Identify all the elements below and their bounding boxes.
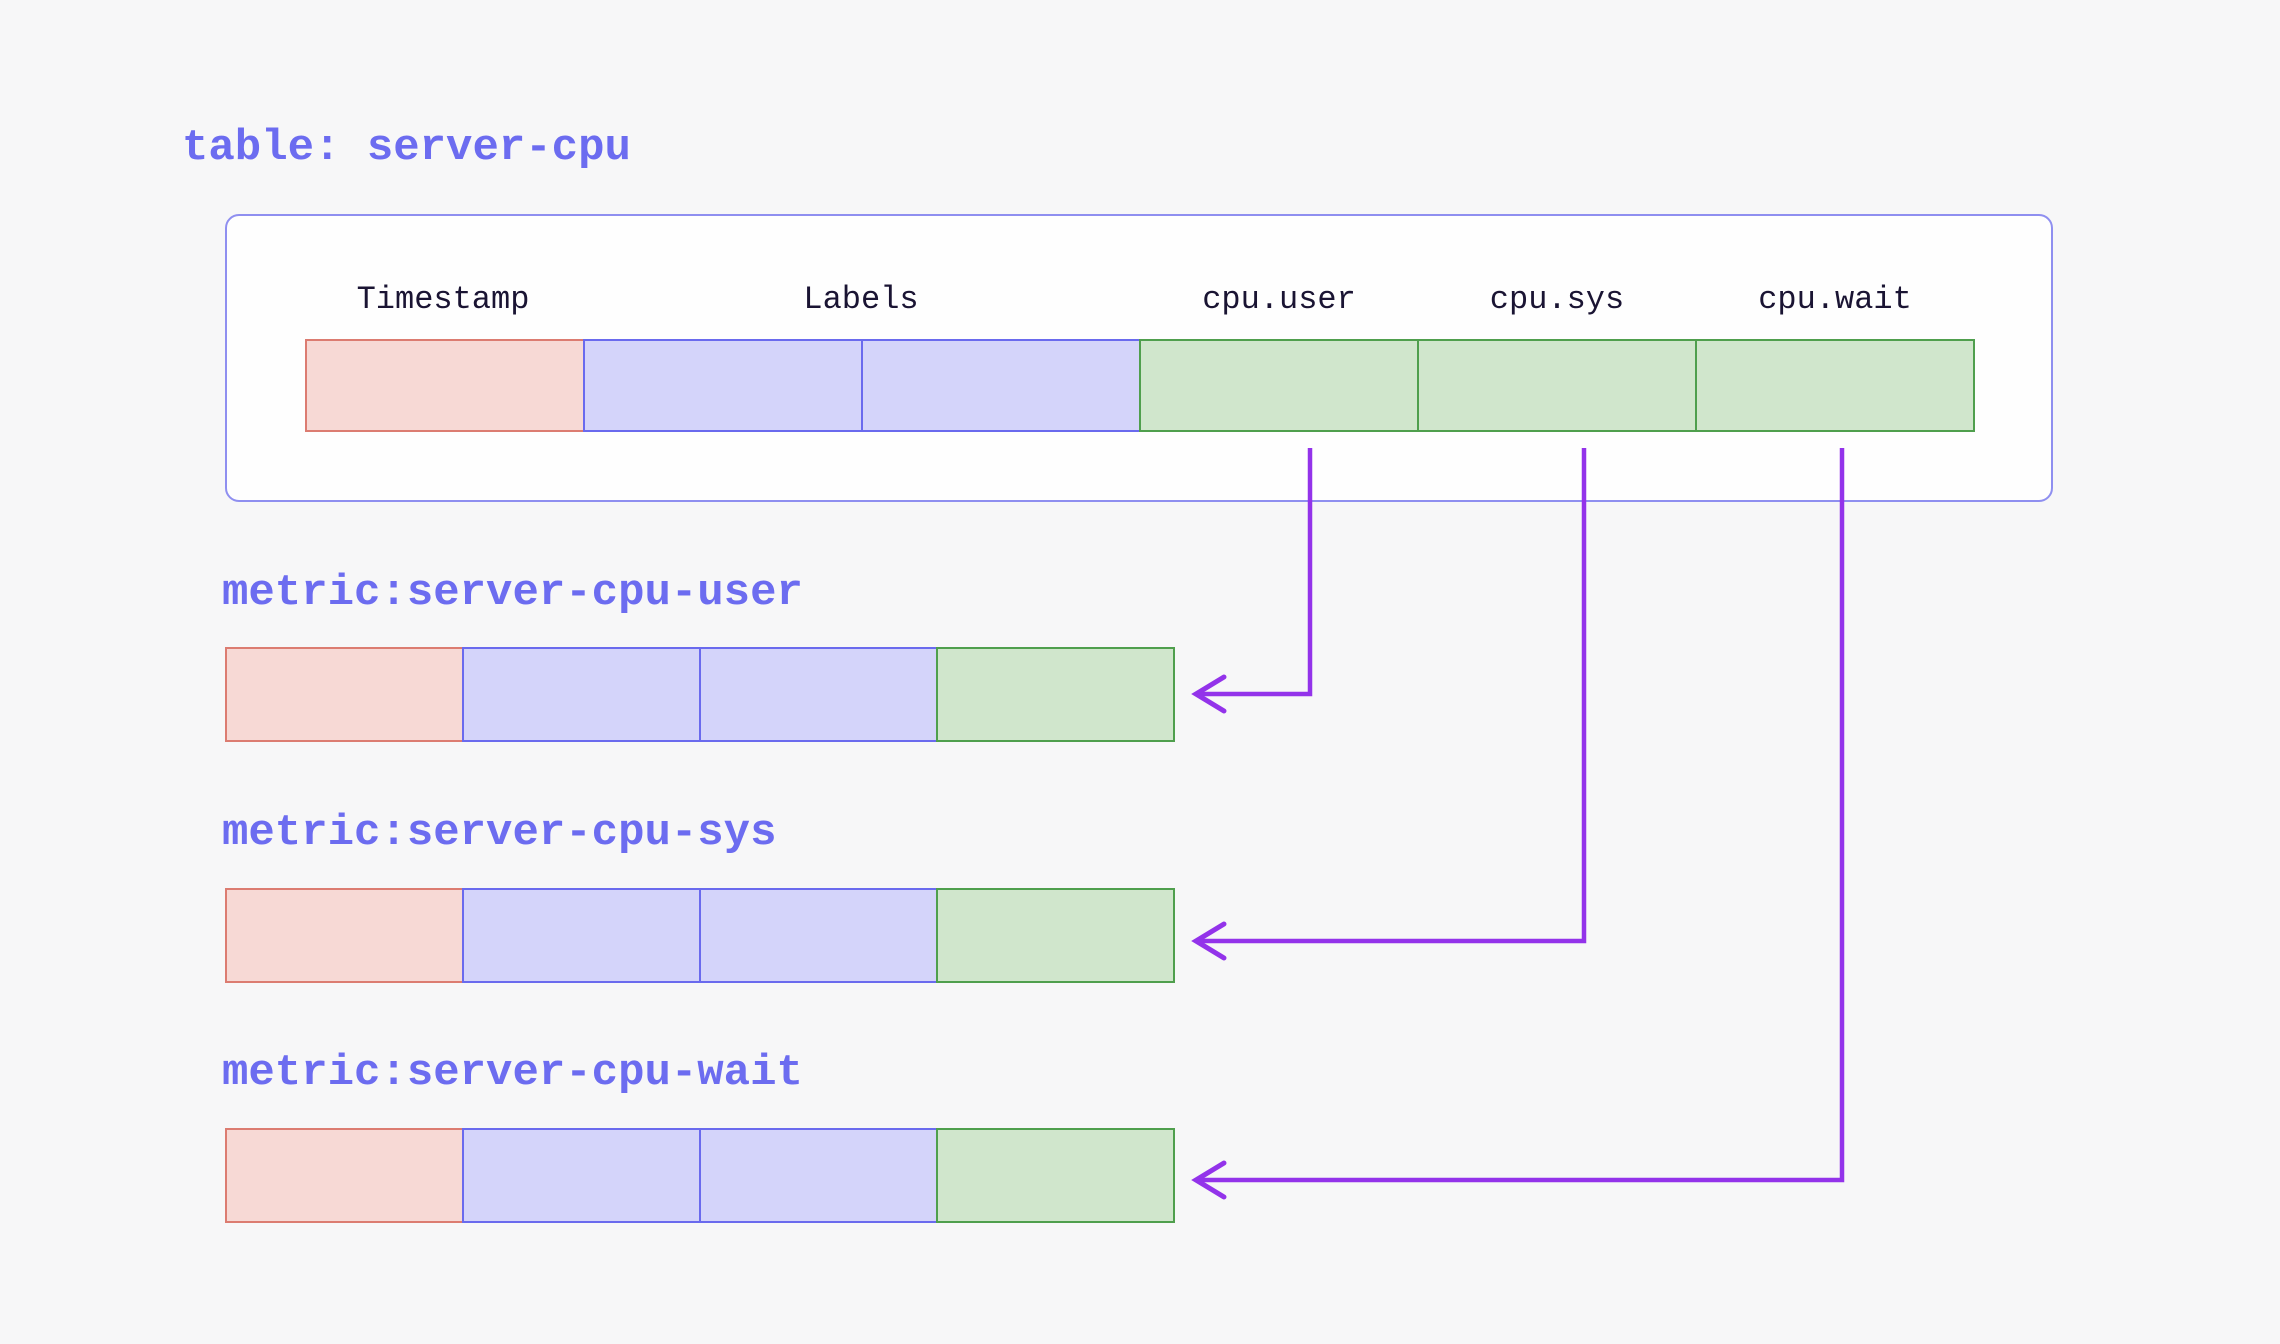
table-title: table: server-cpu: [182, 123, 631, 173]
labels-cell: [861, 339, 1141, 432]
labels-cell: [462, 888, 701, 983]
value-cell: [936, 888, 1175, 983]
column-header-cpu-wait: cpu.wait: [1758, 281, 1912, 318]
labels-cell: [583, 339, 863, 432]
arrow-cpu-sys-to-metric: [1191, 448, 1587, 961]
metric-title-wait: metric:server-cpu-wait: [222, 1048, 803, 1098]
labels-cell: [462, 647, 701, 742]
timestamp-cell: [305, 339, 585, 432]
value-cell: [936, 1128, 1175, 1223]
timestamp-cell: [225, 647, 464, 742]
value-cell: [936, 647, 1175, 742]
labels-cell: [699, 888, 938, 983]
column-header-labels: Labels: [803, 281, 919, 318]
labels-cell: [462, 1128, 701, 1223]
column-header-timestamp: Timestamp: [356, 281, 530, 318]
metric-row-user: [225, 647, 1175, 742]
timestamp-cell: [225, 1128, 464, 1223]
metric-row-wait: [225, 1128, 1175, 1223]
table-row: [305, 339, 1975, 432]
metric-row-sys: [225, 888, 1175, 983]
value-cell: [1417, 339, 1697, 432]
column-header-cpu-sys: cpu.sys: [1489, 281, 1625, 318]
arrow-cpu-wait-to-metric: [1191, 448, 1845, 1200]
timestamp-cell: [225, 888, 464, 983]
metric-title-user: metric:server-cpu-user: [222, 568, 803, 618]
value-cell: [1695, 339, 1975, 432]
column-header-cpu-user: cpu.user: [1202, 281, 1356, 318]
labels-cell: [699, 1128, 938, 1223]
labels-cell: [699, 647, 938, 742]
value-cell: [1139, 339, 1419, 432]
metric-title-sys: metric:server-cpu-sys: [222, 808, 777, 858]
